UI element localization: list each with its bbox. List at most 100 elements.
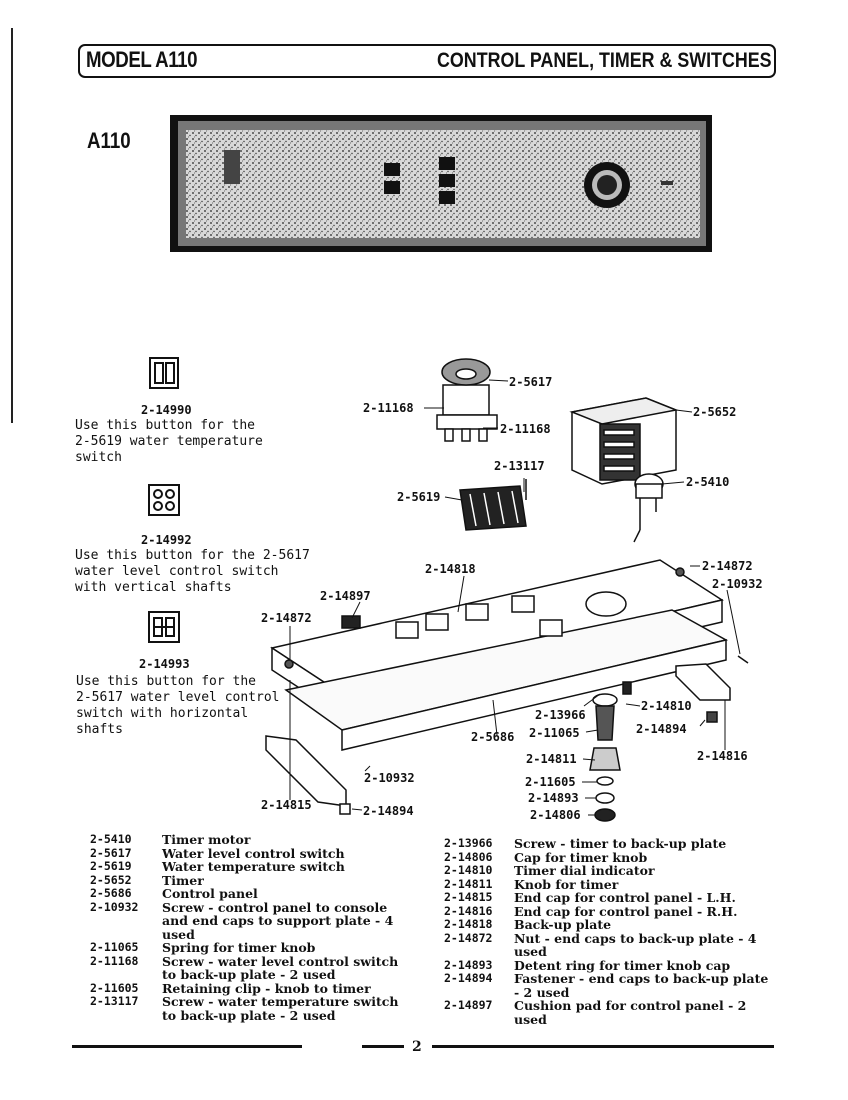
timer-motor-icon — [633, 473, 664, 543]
callout-label: 2-14815 — [261, 798, 312, 812]
part-number: 2-14815 — [444, 890, 493, 904]
part-description: Back-up plate — [514, 917, 612, 932]
button-note: Use this button for the 2-5619 water tem… — [75, 418, 263, 465]
temp-button-icon — [384, 163, 400, 176]
part-number: 2-14893 — [444, 957, 493, 972]
callout-label: 2-14897 — [320, 589, 371, 603]
part-description: Control panel — [162, 886, 258, 901]
callout-label: 2-14872 — [702, 559, 753, 573]
part-number: 2-13117 — [90, 994, 139, 1008]
part-description: End cap for control panel - L.H. — [514, 890, 736, 905]
part-description: Fastener - end caps to back-up plate - 2… — [514, 971, 769, 1000]
back-up-plate-icon — [270, 559, 729, 751]
part-number: 2-5410 — [90, 832, 132, 846]
part-number: 2-5619 — [90, 859, 132, 873]
button-note: Use this button for the 2-5617 water lev… — [76, 674, 280, 737]
level-button-icon — [439, 191, 455, 204]
cushion-pad-icon — [341, 615, 361, 629]
part-number: 2-13966 — [444, 836, 493, 850]
part-number: 2-10932 — [90, 899, 139, 914]
parts-row: 2-13966 Screw - timer to back-up plate — [444, 836, 774, 851]
button-14993-icon — [148, 611, 180, 643]
end-cap-lh-icon — [265, 735, 347, 807]
part-description: Screw - control panel to console and end… — [162, 899, 394, 942]
part-description: Water temperature switch — [162, 859, 345, 874]
level-button-icon — [439, 157, 455, 170]
part-number: 2-5686 — [90, 886, 132, 900]
header-frame — [78, 44, 776, 78]
part-number: 2-11605 — [90, 980, 139, 995]
callout-label: 2-14894 — [636, 722, 687, 736]
footer-rule-mid — [362, 1045, 404, 1048]
parts-row: 2-11065 Spring for timer knob — [90, 940, 410, 955]
part-description: Screw - timer to back-up plate — [514, 836, 727, 851]
parts-row: 2-14806 Cap for timer knob — [444, 849, 774, 865]
note-part-number: 2-14990 — [141, 403, 192, 417]
part-number: 2-14810 — [444, 863, 493, 877]
parts-row: 2-14893 Detent ring for timer knob cap — [444, 957, 774, 973]
section-title: CONTROL PANEL, TIMER & SWITCHES — [437, 49, 772, 72]
part-number: 2-14872 — [444, 930, 493, 945]
part-description: Timer motor — [162, 832, 251, 847]
button-14990-icon — [149, 357, 179, 389]
callout-label: 2-14816 — [697, 749, 748, 763]
callout-label: 2-14818 — [425, 562, 476, 576]
part-number: 2-14897 — [444, 998, 493, 1012]
part-number: 2-14811 — [444, 876, 493, 891]
callout-label: 2-14810 — [641, 699, 692, 713]
callout-label: 2-5619 — [397, 490, 441, 504]
parts-row: 2-14815 End cap for control panel - L.H. — [444, 890, 774, 905]
part-number: 2-11065 — [90, 940, 139, 954]
part-number: 2-14806 — [444, 849, 493, 864]
callout-label: 2-14811 — [526, 752, 577, 766]
footer-rule-left — [72, 1045, 302, 1048]
scan-edge-rule — [11, 28, 13, 423]
callout-label: 2-13117 — [494, 459, 545, 473]
page-number: 2 — [412, 1039, 422, 1055]
parts-row: 2-13117 Screw - water temperature switch … — [90, 994, 410, 1023]
parts-row: 2-5410 Timer motor — [90, 832, 410, 847]
part-number: 2-14818 — [444, 917, 493, 931]
callout-label: 2-11168 — [500, 422, 551, 436]
parts-row: 2-14872 Nut - end caps to back-up plate -… — [444, 930, 774, 959]
end-cap-rh-icon — [675, 663, 731, 701]
callout-label: 2-5652 — [693, 405, 737, 419]
part-description: Cap for timer knob — [514, 849, 648, 865]
control-panel-illustration — [170, 115, 712, 252]
parts-list-right: 2-13966 Screw - timer to back-up plate 2-… — [444, 836, 774, 1027]
part-description: Screw - water level control switch to ba… — [162, 953, 399, 982]
parts-row: 2-14897 Cushion pad for control panel - 2… — [444, 998, 774, 1027]
callout-label: 2-5617 — [509, 375, 553, 389]
part-description: Detent ring for timer knob cap — [514, 957, 731, 973]
part-description: Screw - water temperature switch to back… — [162, 994, 399, 1023]
part-number: 2-11168 — [90, 953, 139, 968]
parts-row: 2-14810 Timer dial indicator — [444, 863, 774, 878]
footer-rule-right — [432, 1045, 774, 1048]
parts-row: 2-5686 Control panel — [90, 886, 410, 901]
button-note: Use this button for the 2-5617 water lev… — [75, 548, 310, 595]
callout-label: 2-11065 — [529, 726, 580, 740]
parts-row: 2-14818 Back-up plate — [444, 917, 774, 932]
part-description: Spring for timer knob — [162, 940, 316, 955]
water-temp-switch-icon — [459, 479, 527, 531]
part-number: 2-14816 — [444, 903, 493, 918]
callout-label: 2-14893 — [528, 791, 579, 805]
callout-label: 2-10932 — [364, 771, 415, 785]
part-description: Cushion pad for control panel - 2 used — [514, 998, 747, 1027]
part-description: Nut - end caps to back-up plate - 4 used — [514, 930, 757, 959]
callout-label: 2-13966 — [535, 708, 586, 722]
level-button-icon — [439, 174, 455, 187]
part-description: Timer dial indicator — [514, 863, 655, 878]
part-description: Timer — [162, 872, 204, 888]
timer-icon — [569, 397, 679, 485]
model-title: MODEL A110 — [86, 47, 198, 72]
part-description: Water level control switch — [162, 845, 345, 861]
water-level-switch-icon — [436, 358, 498, 442]
callout-label: 2-14894 — [363, 804, 414, 818]
